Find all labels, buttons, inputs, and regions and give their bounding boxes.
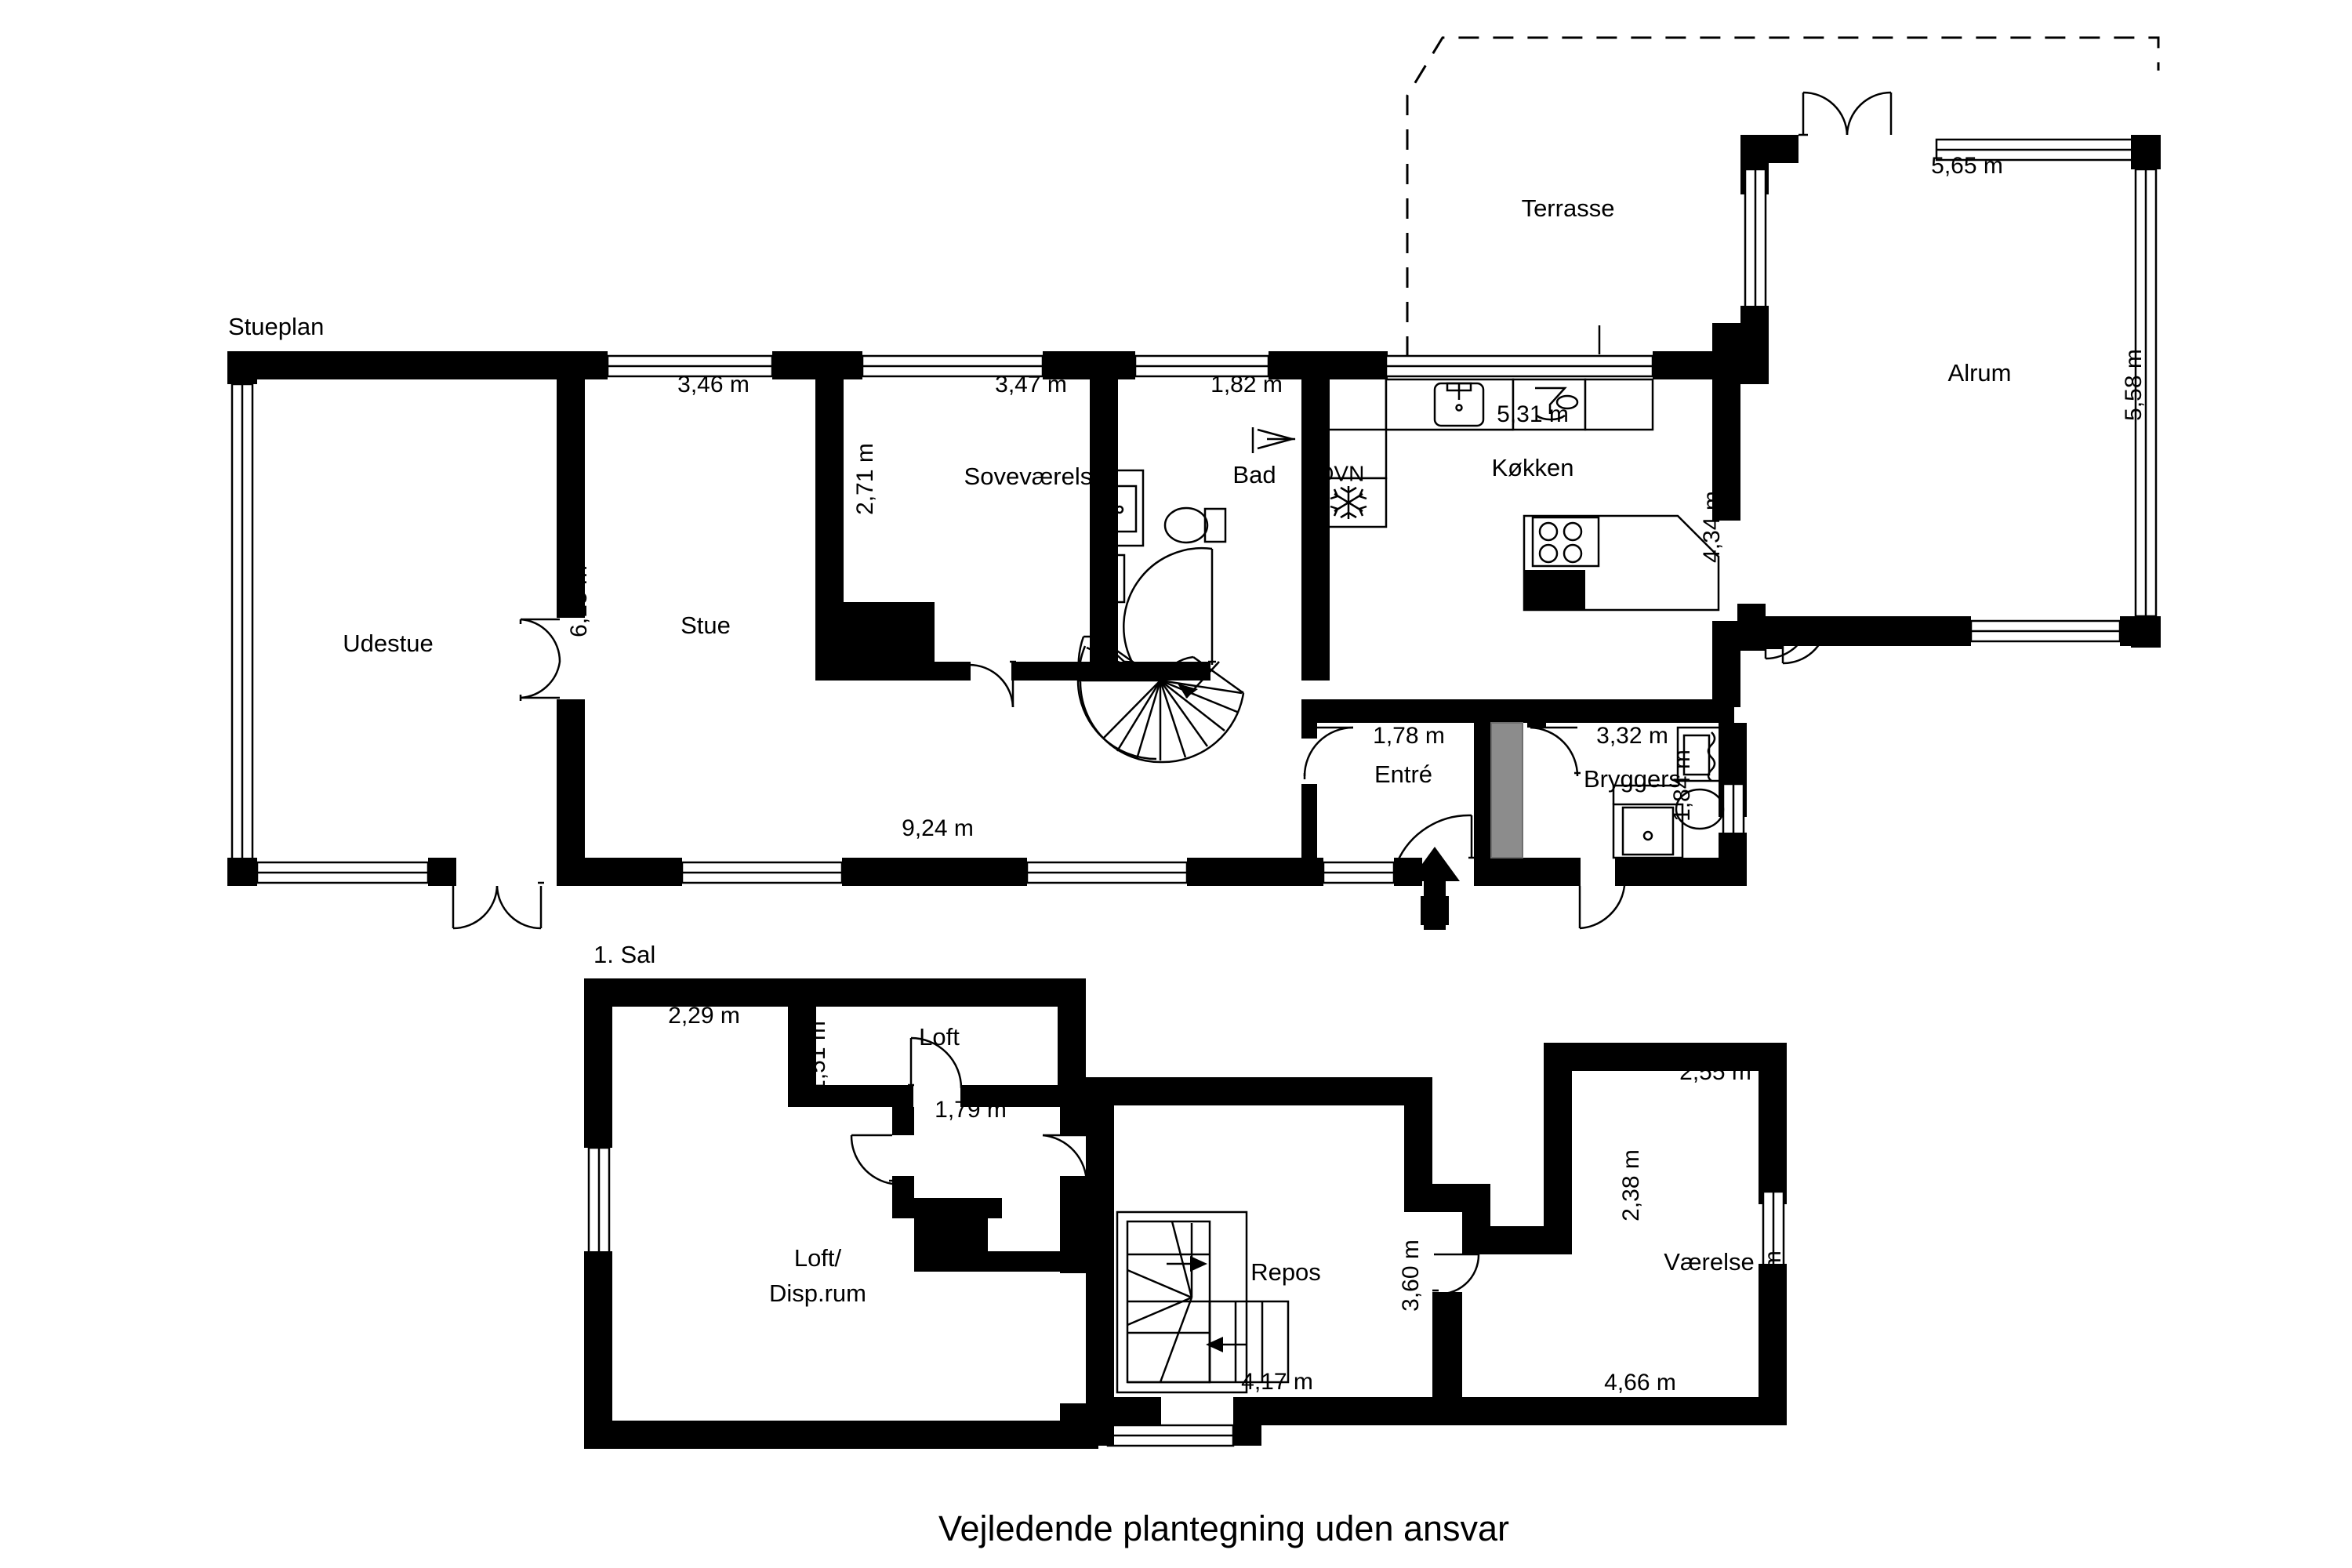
- room-label-udestue: Udestue: [343, 630, 433, 657]
- first-floor-title: 1. Sal: [593, 941, 655, 968]
- room-label-loft-disp-line1: Loft/: [794, 1244, 842, 1272]
- room-label-stue: Stue: [681, 612, 731, 639]
- dimension-5-58: 5,58 m: [2121, 349, 2147, 421]
- spiral-staircase-ground: [1076, 635, 1245, 764]
- dimension-1-51: 1,51 m: [804, 1021, 830, 1093]
- repos-vaerelse-walls: [1086, 1043, 1787, 1447]
- stair-direction-arrow: [1178, 661, 1220, 699]
- dimension-5-31: 5,31 m: [1497, 401, 1569, 427]
- dimension-4-17: 4,17 m: [1241, 1369, 1313, 1395]
- entre-bryggers-walls: [1301, 699, 1747, 930]
- dimension-5-65: 5,65 m: [1931, 153, 2003, 179]
- ground-floor-plan: Stueplan Udestue Stue Soveværelse Bad Kø…: [227, 36, 2161, 930]
- dimension-6-15: 6,15 m: [566, 565, 592, 637]
- dimension-4-22: 4,22 m: [1760, 1250, 1786, 1323]
- loft-disp-walls: [584, 978, 1102, 1449]
- appliance-label-ovn: OVN: [1317, 461, 1365, 485]
- dimension-3-35: 3,35 m: [817, 474, 843, 546]
- alrum-walls: [1712, 91, 2161, 660]
- room-label-alrum: Alrum: [1948, 359, 2012, 387]
- room-label-terrasse: Terrasse: [1522, 194, 1615, 222]
- room-label-bad: Bad: [1232, 461, 1276, 488]
- dimension-3-47: 3,47 m: [995, 372, 1067, 397]
- udestue-stue-walls: [227, 351, 1330, 930]
- dimension-2-38: 2,38 m: [1618, 1149, 1644, 1221]
- front-door-arrow: [1410, 847, 1460, 930]
- dimension-2-71: 2,71 m: [852, 443, 878, 515]
- room-label-loft-disp-line2: Disp.rum: [769, 1279, 866, 1307]
- first-floor-labels: 1. Sal Loft Loft/ Disp.rum Repos Værelse…: [593, 941, 1786, 1396]
- dimension-2-29: 2,29 m: [668, 1003, 740, 1029]
- terrasse-dashed-outline: [1406, 36, 2160, 357]
- dimension-3-32: 3,32 m: [1596, 723, 1668, 749]
- first-floor-plan: 1. Sal Loft Loft/ Disp.rum Repos Værelse…: [584, 941, 1787, 1449]
- staircase-first-floor: [1116, 1210, 1290, 1394]
- room-label-entre: Entré: [1374, 760, 1432, 788]
- dimension-1-78: 1,78 m: [1373, 723, 1445, 749]
- room-label-repos: Repos: [1250, 1258, 1321, 1286]
- dimension-2-55: 2,55 m: [1679, 1059, 1751, 1085]
- room-label-loft: Loft: [919, 1023, 960, 1051]
- room-label-bryggers: Bryggers: [1584, 765, 1681, 793]
- stair-up-arrow: [1167, 1256, 1207, 1272]
- room-label-sovevaerelse: Soveværelse: [964, 463, 1106, 490]
- dimension-1-84: 1,84 m: [1669, 750, 1695, 822]
- dimension-3-60: 3,60 m: [1398, 1240, 1424, 1312]
- stair-down-arrow: [1206, 1337, 1247, 1352]
- dimension-4-34: 4,34 m: [1699, 491, 1725, 563]
- room-label-kokken: Køkken: [1491, 454, 1573, 481]
- dimension-4-66: 4,66 m: [1604, 1370, 1676, 1396]
- dimension-1-82: 1,82 m: [1210, 372, 1283, 397]
- plan-caption: Vejledende plantegning uden ansvar: [938, 1508, 1509, 1548]
- ground-floor-labels: Stueplan Udestue Stue Soveværelse Bad Kø…: [228, 153, 2147, 841]
- room-label-vaerelse: Værelse: [1664, 1248, 1754, 1276]
- ground-floor-title: Stueplan: [228, 313, 324, 340]
- dimension-1-79: 1,79 m: [935, 1097, 1007, 1123]
- dimension-9-24: 9,24 m: [902, 815, 974, 841]
- dimension-3-46: 3,46 m: [677, 372, 750, 397]
- stair-treads: [1077, 635, 1245, 764]
- freezer-snowflake-icon: [1330, 486, 1367, 519]
